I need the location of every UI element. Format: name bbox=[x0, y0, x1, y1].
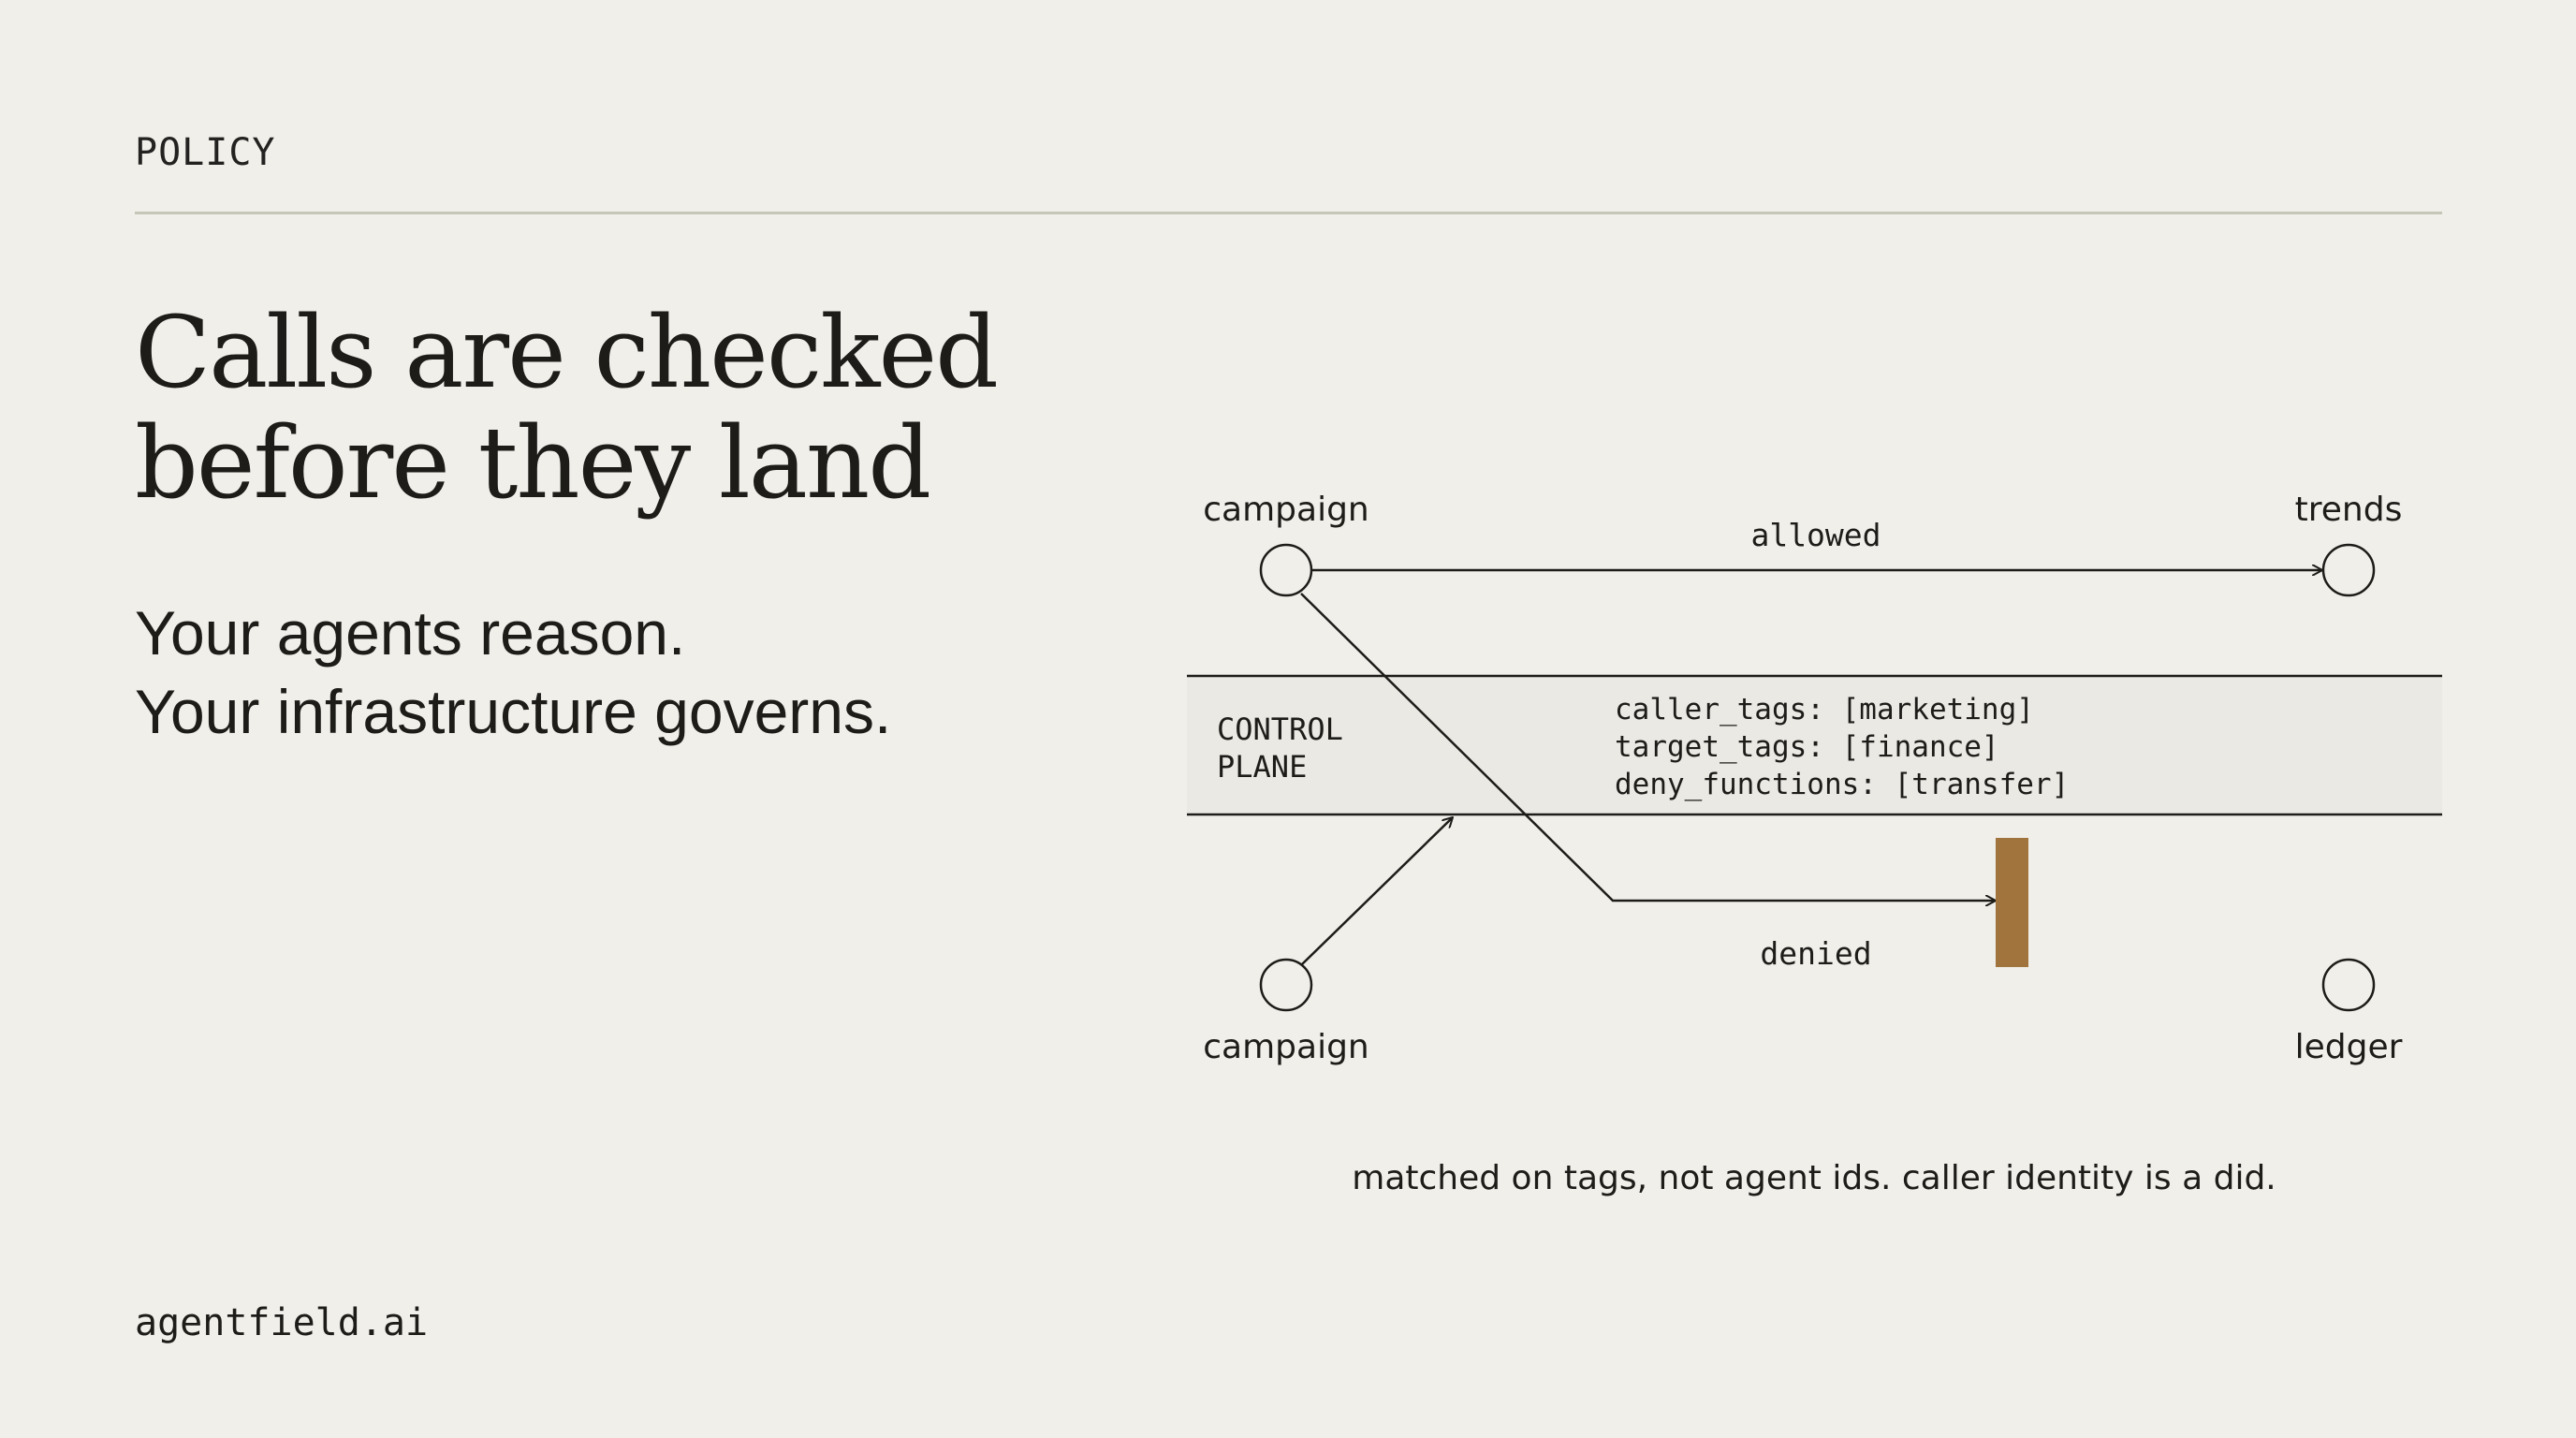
denied-edge bbox=[1300, 593, 1996, 901]
section-eyebrow: POLICY bbox=[135, 131, 276, 174]
rule-caller-tags: caller_tags: [marketing] bbox=[1615, 693, 2034, 726]
campaign-node-bottom-label: campaign bbox=[1203, 1028, 1369, 1066]
subheadline-line-2: Your infrastructure governs. bbox=[135, 677, 892, 746]
control-plane-label-line-1: CONTROL bbox=[1217, 712, 1343, 747]
control-plane-band bbox=[1187, 676, 2442, 814]
diagram-caption: matched on tags, not agent ids. caller i… bbox=[1352, 1159, 2276, 1197]
ledger-node-label: ledger bbox=[2295, 1028, 2403, 1066]
subheadline-line-1: Your agents reason. bbox=[135, 598, 686, 668]
campaign-node-bottom bbox=[1259, 958, 1313, 1012]
header-divider bbox=[135, 212, 2442, 214]
headline: Calls are checked before they land bbox=[135, 298, 1164, 519]
trends-node bbox=[2321, 543, 2376, 597]
rule-deny-functions: deny_functions: [transfer] bbox=[1615, 768, 2069, 801]
request-edge bbox=[1301, 817, 1453, 965]
ledger-node bbox=[2321, 958, 2376, 1012]
deny-block bbox=[1996, 838, 2028, 967]
rule-target-tags: target_tags: [finance] bbox=[1615, 730, 1999, 764]
footer-domain: agentfield.ai bbox=[135, 1301, 429, 1344]
allowed-edge-label: allowed bbox=[1750, 517, 1881, 553]
campaign-node-top bbox=[1259, 543, 1313, 597]
campaign-node-top-label: campaign bbox=[1203, 491, 1369, 529]
denied-edge-label: denied bbox=[1760, 935, 1871, 972]
headline-line-2: before they land bbox=[135, 405, 931, 521]
trends-node-label: trends bbox=[2295, 491, 2403, 529]
subheadline: Your agents reason. Your infrastructure … bbox=[135, 594, 1164, 751]
headline-line-1: Calls are checked bbox=[135, 295, 999, 410]
control-plane-label-line-2: PLANE bbox=[1217, 749, 1307, 785]
